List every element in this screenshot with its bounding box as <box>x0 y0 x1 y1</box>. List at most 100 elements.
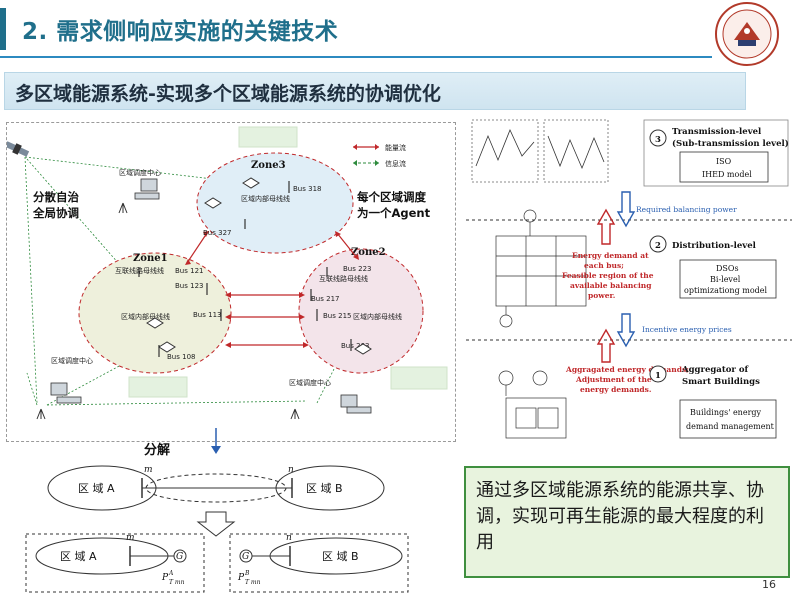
decomp-box-b <box>229 533 409 593</box>
red-text-7: Adjustment of the <box>575 375 652 384</box>
zone3-label: Zone3 <box>251 160 286 171</box>
energy-flow-arrowheads <box>185 231 359 348</box>
decomp-arrow-top-head <box>211 446 221 454</box>
placeholder-box <box>238 126 298 148</box>
distribution-schematic <box>495 209 587 328</box>
bus-223-label: Bus 223 <box>343 265 371 273</box>
arrow-down-2 <box>616 313 636 348</box>
callout-box: 通过多区域能源系统的能源共享、协调，实现可再生能源的最大程度的利用 <box>464 466 790 578</box>
zone2-internal-line-label: 区域内部母线线 <box>353 312 402 321</box>
computer-icon <box>50 178 372 414</box>
zone1-internal-line-label: 区域内部母线线 <box>121 312 170 321</box>
zone2-ellipse <box>298 248 424 374</box>
page-number: 16 <box>762 578 776 591</box>
decomposition-diagram: 分解 区 域 A 区 域 B m n 区 域 A G m P A T mn 区 … <box>6 428 462 596</box>
red-text-1: Energy demand at <box>572 251 649 260</box>
decomp-pb: P <box>237 573 245 583</box>
legend-info-flow: 信息流 <box>385 159 406 168</box>
level2-number-circle <box>649 235 667 253</box>
bus-123-label: Bus 123 <box>175 282 203 290</box>
placeholder-box <box>128 376 188 398</box>
bus-113-label: Bus 113 <box>193 311 221 319</box>
subtitle-text: 多区域能源系统-实现多个区域能源系统的协调优化 <box>15 83 441 105</box>
decomp-pa-sup: A <box>168 570 174 577</box>
decomp-pb-sup: B <box>244 570 250 577</box>
decomp-g-a: G <box>176 552 183 562</box>
antenna-icon <box>36 202 300 420</box>
agent-icon <box>146 177 372 355</box>
hierarchy-svg: 3 Transmission-level (Sub-transmission l… <box>466 119 792 439</box>
level3-box-line1: ISO <box>716 157 732 166</box>
red-text-5: power. <box>588 291 615 300</box>
zone3-internal-line-label: 区域内部母线线 <box>241 194 290 203</box>
level3-title: Transmission-level <box>672 127 762 137</box>
bus-bars <box>138 181 352 357</box>
decomp-m-top: m <box>144 465 153 475</box>
required-power-label: Required balancing power <box>636 205 737 214</box>
dispatch-center-label-right: 区域调度中心 <box>289 378 331 387</box>
subtitle-banner: 多区域能源系统-实现多个区域能源系统的协调优化 <box>4 72 746 110</box>
decomp-title: 分解 <box>144 442 170 458</box>
plot-line-2 <box>547 135 605 170</box>
level3-number-circle <box>649 129 667 147</box>
decomp-box-a <box>25 533 205 593</box>
plot-thumbnail-2 <box>543 119 609 183</box>
energy-flow-arrows <box>186 232 358 346</box>
level3-number: 3 <box>655 135 661 145</box>
placeholder-box <box>390 366 448 390</box>
red-text-8: energy demands. <box>580 385 652 394</box>
multi-zone-diagram: 能量流 信息流 Zone3 Zone1 Zone2 <box>4 122 456 442</box>
level2-box <box>679 259 777 299</box>
page-title: 2. 需求侧响应实施的关键技术 <box>22 19 339 45</box>
zone1-tie-line-label: 互联线路母线线 <box>115 266 164 275</box>
decomp-pb-sub: T mn <box>245 579 261 586</box>
info-flow-lines <box>24 156 378 406</box>
dispatch-center-label-top: 区域调度中心 <box>119 168 161 177</box>
zone3-ellipse <box>196 152 354 254</box>
zone1-label: Zone1 <box>133 253 168 264</box>
title-bar: 2. 需求侧响应实施的关键技术 <box>0 0 712 58</box>
legend: 能量流 信息流 <box>353 143 406 168</box>
bus-108-label: Bus 108 <box>167 353 195 361</box>
decomp-pa-sub: T mn <box>169 579 185 586</box>
zone2-tie-line-label: 互联线路母线线 <box>319 274 368 283</box>
callout-text: 通过多区域能源系统的能源共享、协调，实现可再生能源的最大程度的利用 <box>476 480 764 553</box>
level1-box-line1: Buildings' energy <box>690 408 762 417</box>
zone1-ellipse <box>78 252 232 374</box>
plot-thumbnail-1 <box>471 119 539 183</box>
level3-box <box>679 151 769 183</box>
annotation-right-line2: 为一个Agent <box>357 206 431 220</box>
plot-line-1 <box>475 128 535 167</box>
red-text-2: each bus; <box>584 261 624 270</box>
red-text-6: Aggragated energy demands; <box>565 365 689 374</box>
legend-energy-flow: 能量流 <box>385 143 406 152</box>
red-text-4: available balancing <box>570 281 652 290</box>
decomp-pa: P <box>161 573 169 583</box>
decomp-zone-a-label-bottom: 区 域 A <box>60 550 97 563</box>
decomp-n-bottom: n <box>286 533 292 543</box>
bus-215-label: Bus 215 <box>323 312 351 320</box>
annotation-left-line1: 分散自治 <box>33 190 79 204</box>
zone2-label: Zone2 <box>351 247 386 258</box>
arrow-down-1 <box>616 191 636 228</box>
satellite-icon <box>4 141 30 157</box>
level2-number: 2 <box>655 241 661 251</box>
decomp-arrow-mid <box>196 511 236 537</box>
hierarchy-diagram: 3 Transmission-level (Sub-transmission l… <box>466 116 792 444</box>
annotation-left-line2: 全局协调 <box>32 206 79 220</box>
level1-box <box>679 399 777 439</box>
decomp-zone-b-label-top: 区 域 B <box>306 482 343 495</box>
arrow-up-2 <box>596 328 616 363</box>
level1-number-circle <box>649 365 667 383</box>
red-text-3: Feasible region of the <box>562 271 654 280</box>
level1-box-line2: demand management <box>686 422 775 431</box>
level1-subtitle: Smart Buildings <box>682 377 760 387</box>
level1-number: 1 <box>655 371 661 381</box>
level3-frame <box>643 119 789 187</box>
decomp-n-top: n <box>288 465 294 475</box>
dispatch-center-label-left: 区域调度中心 <box>51 356 93 365</box>
header-rule <box>0 56 712 58</box>
bus-203-label: Bus 203 <box>341 342 369 350</box>
decomp-m-bottom: m <box>126 533 135 543</box>
decomp-zone-a-label-top: 区 域 A <box>78 482 115 495</box>
